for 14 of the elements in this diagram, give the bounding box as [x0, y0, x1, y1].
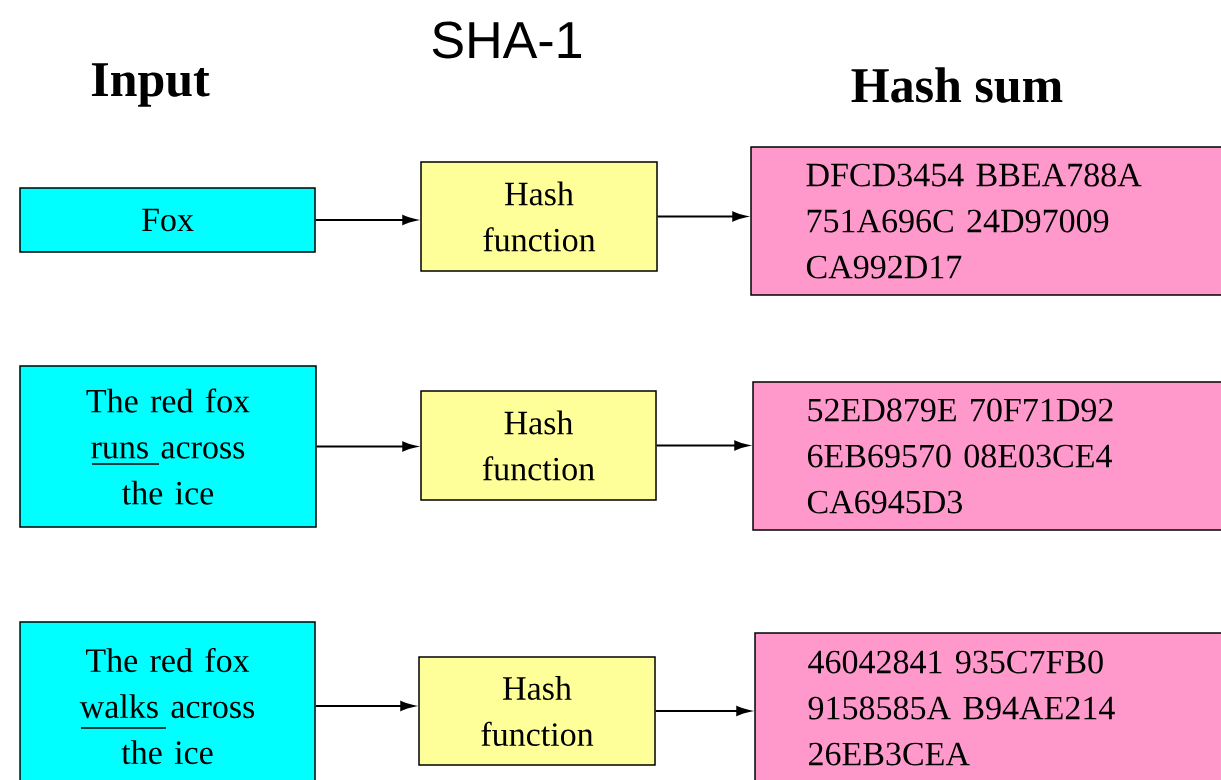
- hash-sum-box: 46042841 935C7FB0 9158585A B94AE214 26EB3CEA: [754, 632, 1221, 780]
- arrow: [314, 215, 417, 225]
- arrow: [654, 706, 751, 716]
- hash-function-box: Hash function: [420, 161, 658, 272]
- hash-sum-box: 52ED879E 70F71D92 6EB69570 08E03CE4 CA6945D3: [752, 381, 1221, 531]
- title: SHA-1: [432, 21, 582, 59]
- input-box: Fox: [19, 187, 316, 253]
- input-box: The red fox runs across the ice: [19, 365, 317, 528]
- hash-sum-box: DFCD3454 BBEA788A 751A696C 24D97009 CA992D17: [750, 146, 1221, 296]
- column-heading: Input: [91, 63, 210, 107]
- input-box: The red fox walks across the ice: [19, 621, 316, 780]
- hash-function-box: Hash function: [420, 390, 657, 501]
- arrow: [314, 701, 415, 711]
- hash-function-box: Hash function: [418, 656, 656, 766]
